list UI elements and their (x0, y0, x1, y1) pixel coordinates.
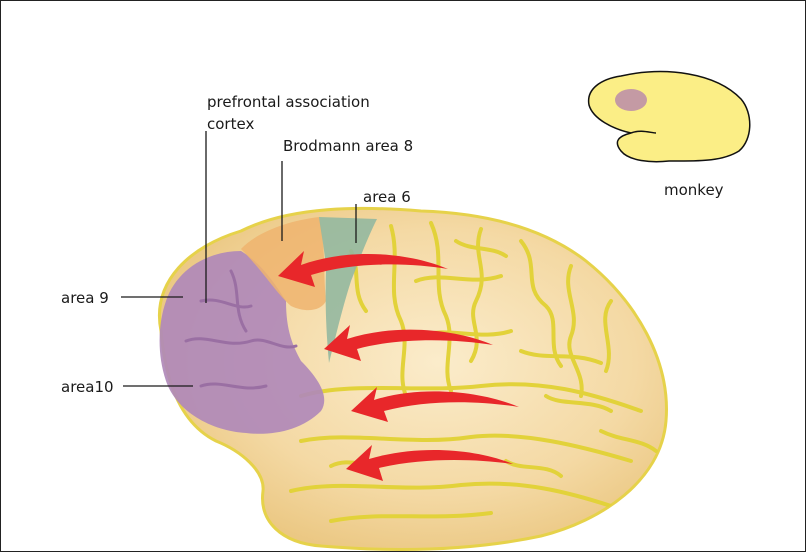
area-10-label: area10 (61, 378, 114, 396)
brodmann-8-label: Brodmann area 8 (283, 137, 413, 155)
prefrontal-label-line1: prefrontal association (207, 93, 370, 111)
area-6-label: area 6 (363, 188, 411, 206)
monkey-brain-inset: monkey (589, 72, 750, 199)
monkey-brain (589, 72, 750, 162)
prefrontal-label-line2: cortex (207, 115, 254, 133)
area-9-label: area 9 (61, 289, 109, 307)
monkey-prefrontal-spot (615, 89, 647, 111)
monkey-label: monkey (664, 181, 724, 199)
